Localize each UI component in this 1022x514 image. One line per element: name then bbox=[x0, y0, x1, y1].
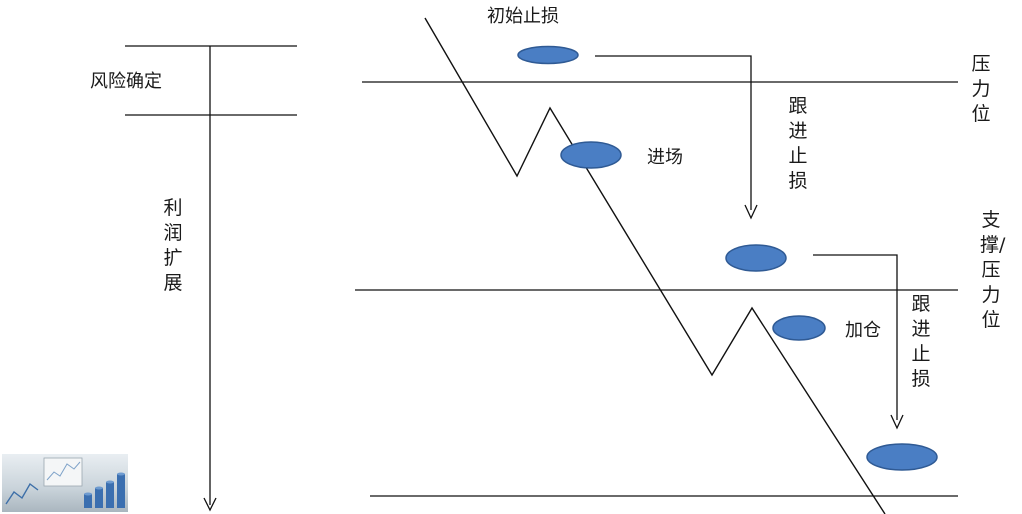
support-resistance-label: 支撑/压力位 bbox=[980, 209, 1006, 331]
price-path bbox=[424, 17, 886, 514]
profit-expansion-label: 利润扩展 bbox=[163, 197, 183, 294]
trailing-stop-label-2: 跟进止损 bbox=[911, 293, 931, 390]
profit-arrow-head bbox=[203, 497, 217, 512]
stock-chart-thumbnail bbox=[2, 454, 128, 512]
add-position-marker bbox=[772, 315, 826, 341]
trailing-stop-arrow-1-head bbox=[744, 204, 758, 220]
trailing-stop-arrow-2-head bbox=[890, 414, 904, 430]
risk-defined-label: 风险确定 bbox=[90, 71, 162, 92]
trailing-stop-arrow-1 bbox=[595, 55, 752, 210]
initial-stop-label: 初始止损 bbox=[487, 6, 559, 27]
trailing-stop-marker-2 bbox=[866, 443, 938, 471]
entry-label: 进场 bbox=[647, 147, 683, 168]
trailing-stop-label-1: 跟进止损 bbox=[788, 95, 808, 192]
initial-stop-marker bbox=[517, 45, 579, 65]
add-position-label: 加仓 bbox=[845, 320, 881, 341]
resistance-label: 压力位 bbox=[971, 53, 991, 125]
trailing-stop-marker-1 bbox=[725, 244, 787, 272]
trailing-stop-arrow-2 bbox=[813, 254, 898, 420]
entry-marker bbox=[560, 141, 622, 169]
